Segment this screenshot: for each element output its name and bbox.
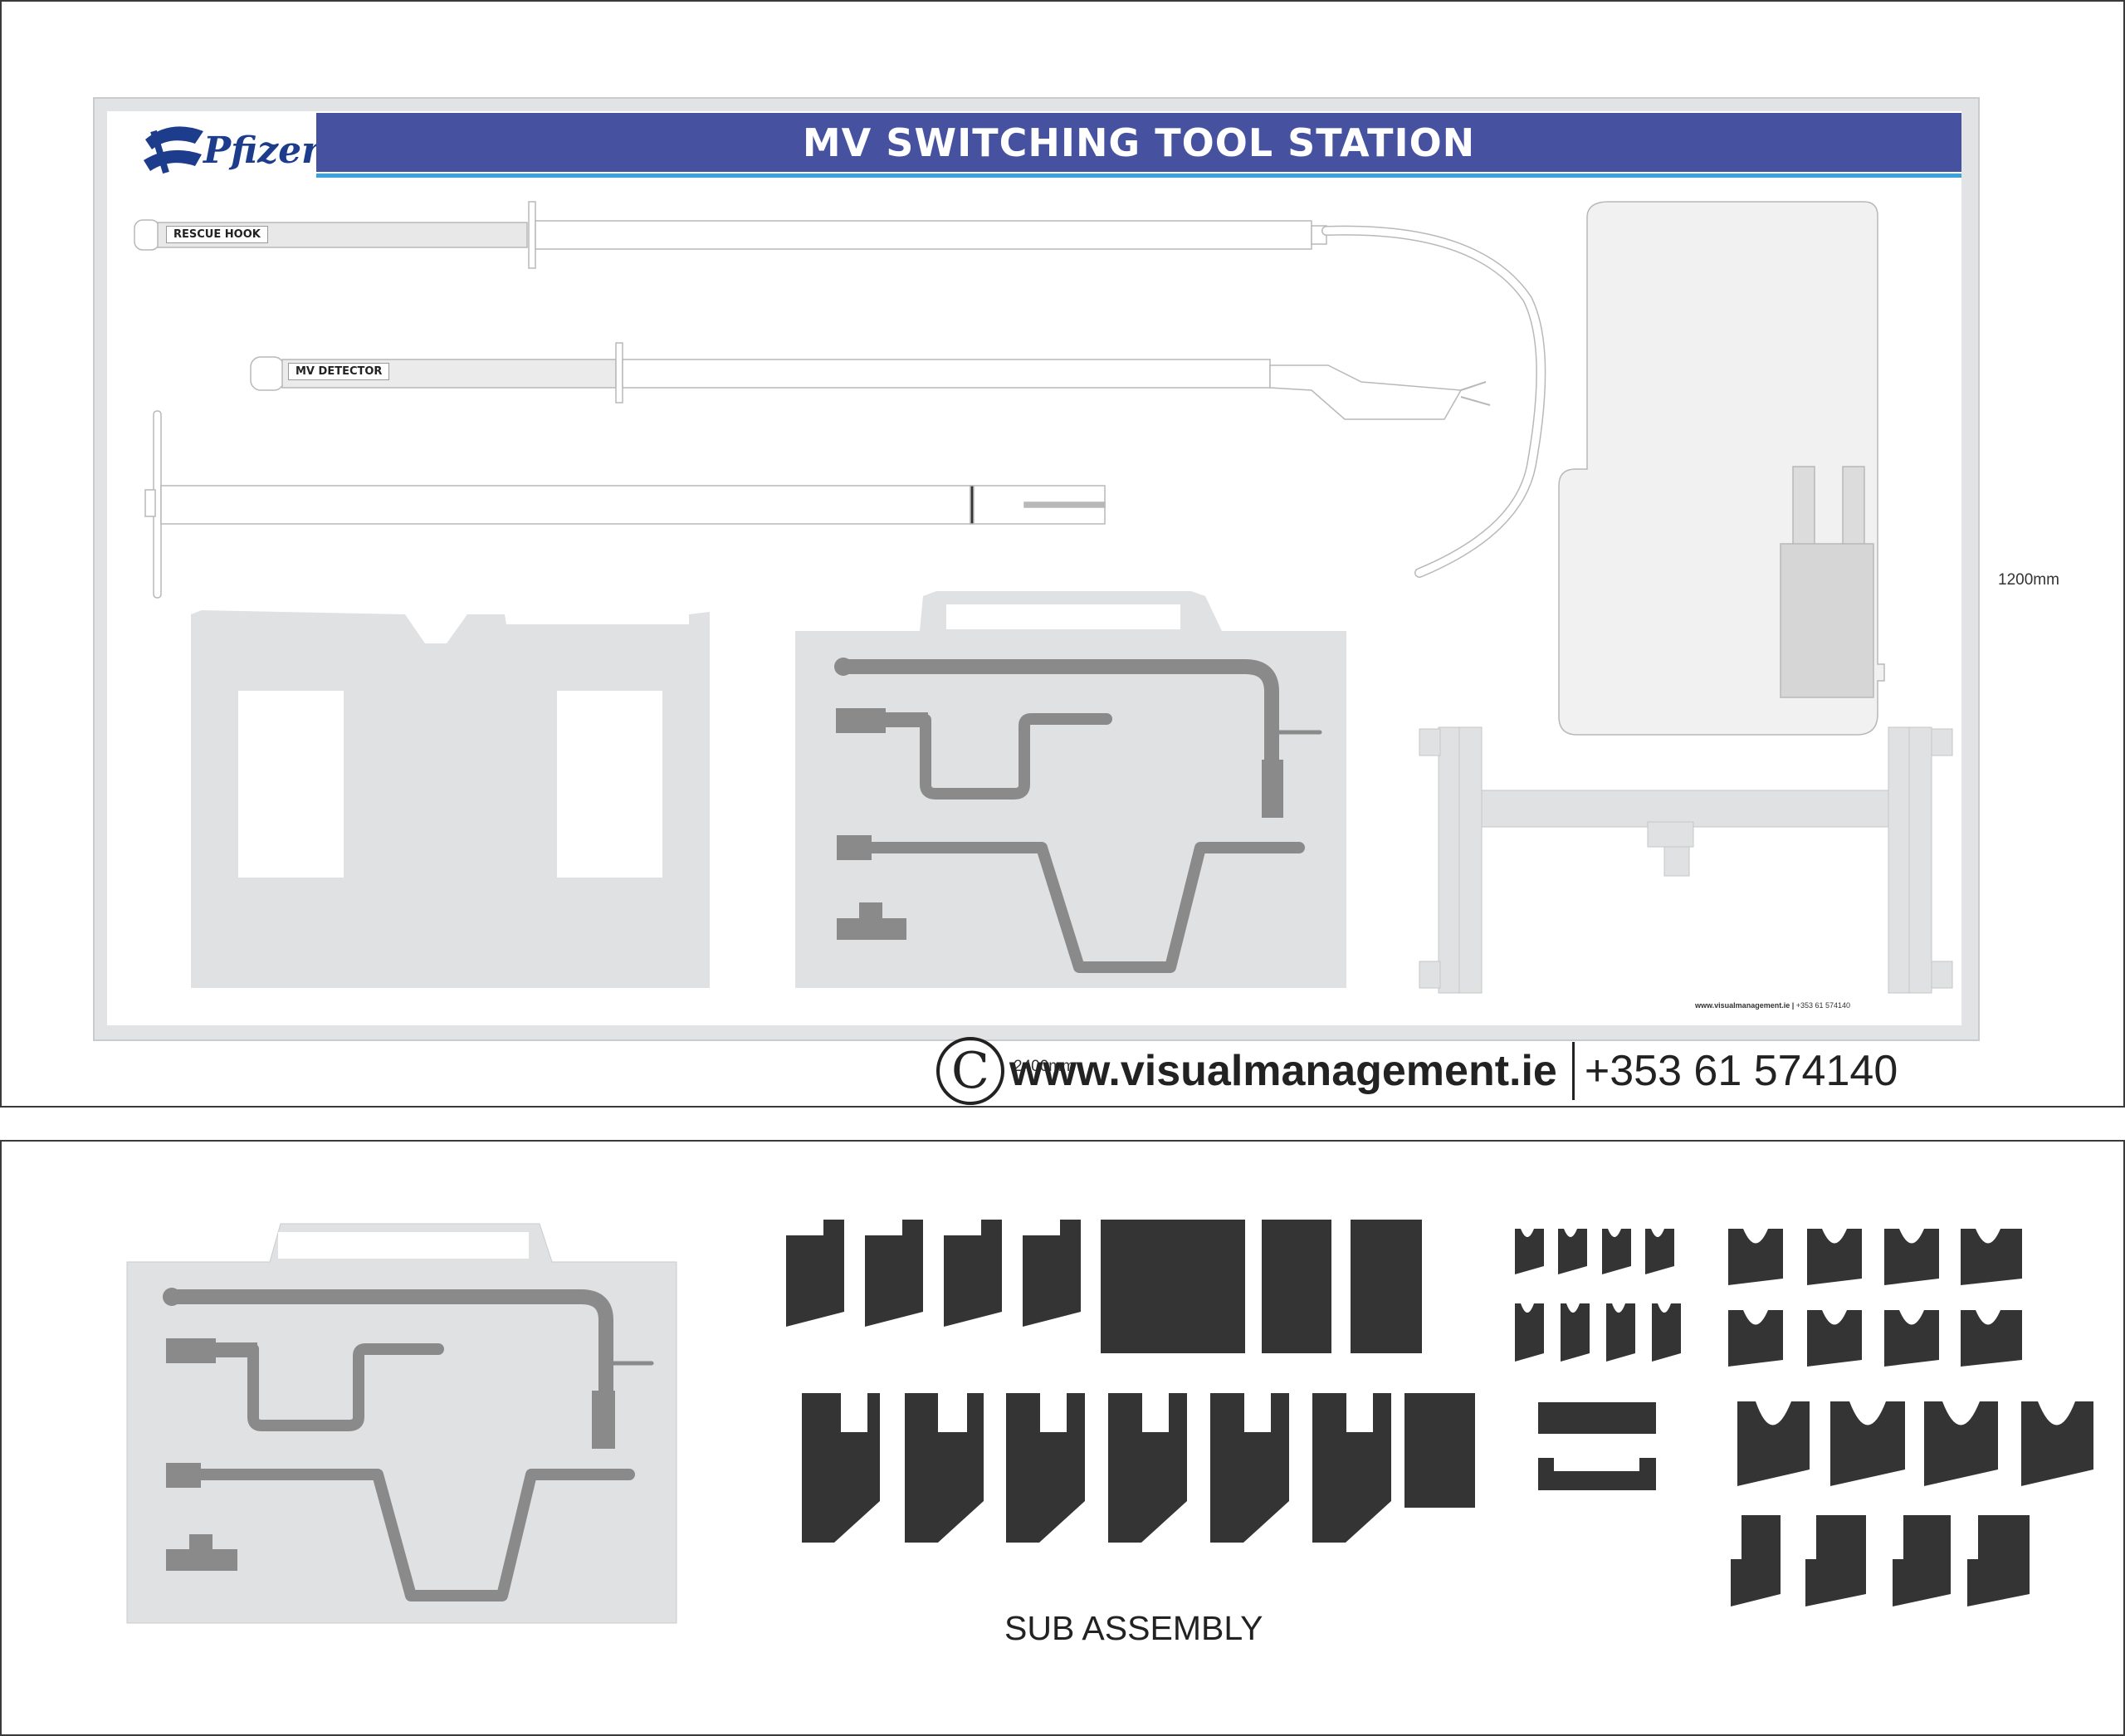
- toolbox-shadow: [795, 591, 1346, 988]
- copyright-icon: C: [936, 1037, 1004, 1105]
- pfizer-logo: Pfizer: [137, 115, 320, 189]
- sub-toolbox: [126, 1223, 677, 1624]
- height-dimension: 1200mm: [1998, 571, 2059, 589]
- footer-divider: [1571, 1042, 1575, 1100]
- pfizer-logo-mark-icon: [144, 126, 203, 174]
- shim-blocks: [786, 1220, 2093, 1606]
- long-tool-shadow: [144, 410, 1106, 599]
- rescue-hook-label: RESCUE HOOK: [166, 226, 268, 243]
- board-small-phone: +353 61 574140: [1795, 1001, 1851, 1010]
- title-underline: [316, 174, 1961, 178]
- sub-assembly-title: SUB ASSEMBLY: [1004, 1609, 1263, 1647]
- tall-case-shadow: [1558, 201, 1885, 736]
- footer-contact: C www.visualmanagement.ie +353 61 574140: [936, 1034, 1898, 1108]
- stand-frame-shadow: [1419, 726, 1953, 994]
- board-title: MV SWITCHING TOOL STATION: [316, 113, 1961, 172]
- footer-website: www.visualmanagement.ie: [1009, 1047, 1557, 1095]
- board-small-web: www.visualmanagement.ie: [1695, 1001, 1790, 1010]
- mv-detector-label: MV DETECTOR: [288, 363, 390, 380]
- window-panel-shadow: [191, 610, 710, 988]
- footer-phone: +353 61 574140: [1584, 1047, 1898, 1095]
- logo-wordmark: Pfizer: [203, 130, 321, 172]
- board-small-contact: www.visualmanagement.ie | +353 61 574140: [1695, 1001, 1851, 1010]
- width-dimension: 2400mm: [1014, 1058, 1075, 1075]
